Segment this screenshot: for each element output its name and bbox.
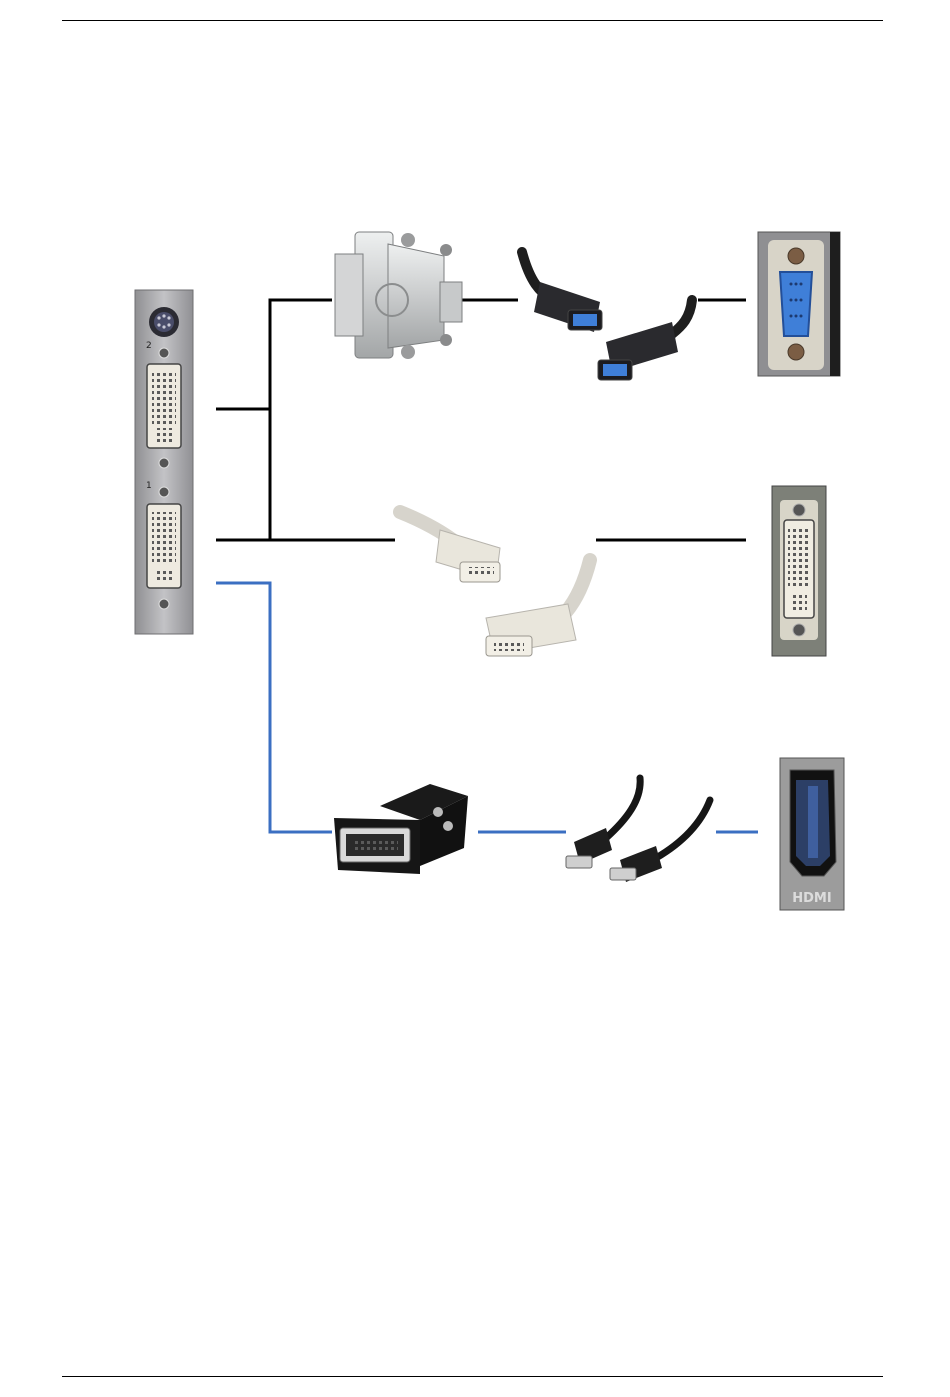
line-to-hdmi-adapter bbox=[216, 583, 332, 832]
hdmi-port-icon: HDMI bbox=[780, 758, 844, 910]
port-2-label: 2 bbox=[146, 341, 152, 351]
dvi-cable-icon bbox=[400, 512, 590, 656]
vga-cable-icon bbox=[522, 252, 692, 380]
dvi-port-icon bbox=[772, 486, 826, 656]
line-to-vga-adapter bbox=[216, 300, 332, 409]
port-1-label: 1 bbox=[146, 481, 152, 491]
dvi-to-vga-adapter-icon bbox=[335, 232, 462, 359]
vga-port-icon bbox=[758, 232, 840, 376]
hdmi-port-label: HDMI bbox=[792, 891, 831, 906]
bottom-rule bbox=[62, 1376, 883, 1377]
dvi-to-hdmi-adapter-icon bbox=[334, 784, 468, 874]
hdmi-cable-icon bbox=[566, 778, 710, 882]
graphics-card-bracket-icon: 2 1 bbox=[135, 290, 193, 634]
